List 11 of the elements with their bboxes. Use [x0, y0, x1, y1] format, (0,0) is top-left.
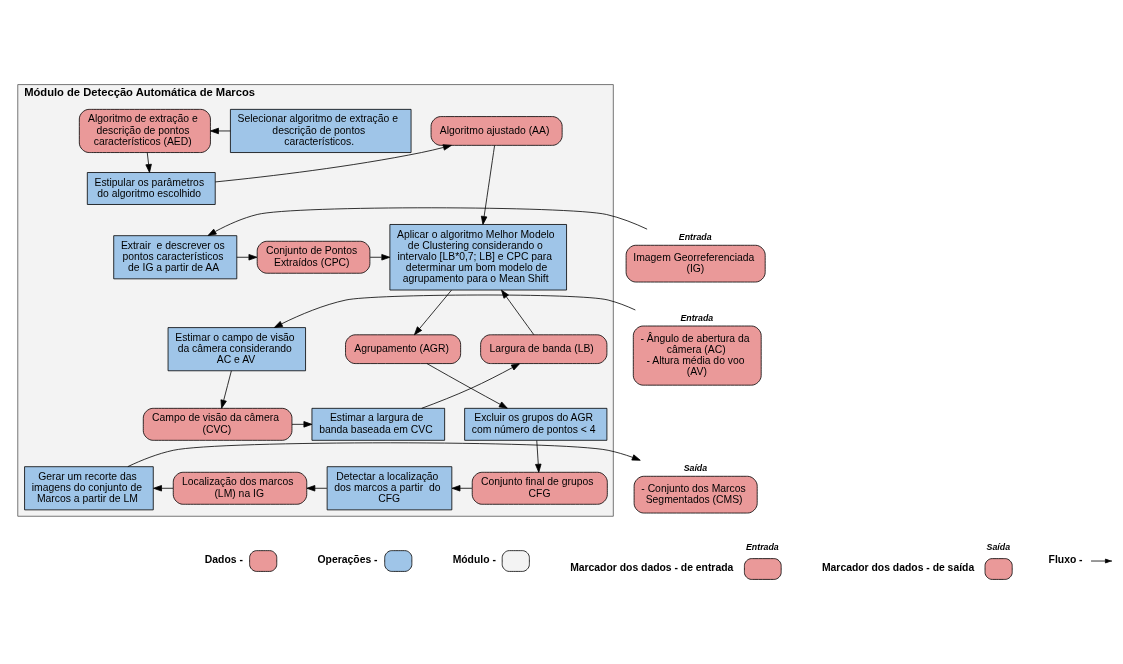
legend-label: Marcador dos dados - de entrada [570, 561, 734, 573]
legend-label: Marcador dos dados - de saída [821, 561, 975, 573]
legend-label: Módulo - [452, 553, 496, 565]
label: Entrada [746, 542, 779, 553]
legend-label: Dados - [204, 553, 243, 565]
node-label: Entrada [680, 313, 714, 324]
legend-label: Operações - [317, 553, 378, 565]
node-label: Entrada [678, 232, 712, 243]
legend-label: Fluxo - [1048, 553, 1083, 565]
label: Saída [986, 542, 1011, 553]
node-label: Saída [683, 463, 708, 474]
